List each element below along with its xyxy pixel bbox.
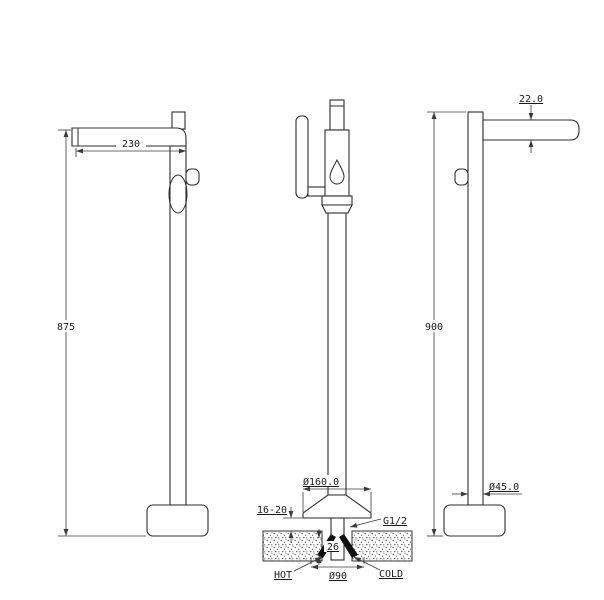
dim-flange-diameter: Ø160.0 — [301, 475, 372, 512]
dim-spout-thickness: 22.0 — [519, 94, 543, 153]
dim-160-label: Ø160.0 — [303, 476, 339, 488]
spout-top-stub — [171, 111, 186, 130]
dim-height-875: 875 — [52, 129, 146, 537]
dim-45-label: Ø45.0 — [489, 481, 519, 493]
anchor-bolt-right — [339, 534, 358, 558]
escutcheon-oval — [168, 174, 188, 214]
dim-16-20-label: 16-20 — [257, 505, 287, 516]
dim-hole-diameter: Ø90 — [310, 557, 365, 582]
floor-base — [146, 504, 209, 537]
hot-callout: HOT — [274, 554, 324, 581]
dim-height-900: 900 — [420, 111, 466, 537]
collar-taper — [321, 204, 353, 214]
dim-900-label: 900 — [425, 322, 443, 333]
front-view: Ø160.0 16-20 G1/2 26 — [257, 99, 413, 582]
spout-front — [329, 99, 345, 131]
right-side-view: 22.0 900 Ø45.0 — [420, 94, 580, 537]
riser-column-right — [467, 111, 484, 506]
dim-base-diameter: Ø45.0 — [452, 481, 522, 497]
floor-section-right — [351, 530, 413, 562]
dim-230-label: 230 — [122, 139, 140, 150]
handle-knob — [185, 168, 200, 186]
floor-flange — [302, 494, 372, 519]
cold-label: COLD — [379, 569, 403, 580]
dim-22-label: 22.0 — [519, 94, 543, 105]
valve-body — [324, 129, 350, 197]
dim-90-label: Ø90 — [329, 570, 347, 582]
lever-handle — [295, 115, 309, 199]
spout-side — [71, 127, 187, 147]
collar-nut — [321, 195, 353, 206]
floor-base-right — [443, 504, 506, 537]
thread-label: G1/2 — [383, 516, 407, 527]
dim-spout-reach: 230 — [75, 138, 186, 157]
dim-875-label: 875 — [57, 322, 75, 333]
riser-column — [169, 145, 187, 506]
dim-26-label: 26 — [327, 542, 339, 553]
hot-label: HOT — [274, 570, 292, 581]
handle-link — [307, 186, 327, 197]
spout-side-right — [482, 119, 580, 141]
dim-floor-thickness: 16-20 — [257, 505, 303, 543]
water-drop-icon — [329, 158, 345, 185]
cold-callout: COLD — [352, 554, 403, 580]
riser-column-front — [327, 212, 347, 496]
handle-knob-right — [454, 168, 469, 186]
left-side-view: 230 875 — [52, 111, 209, 537]
thread-callout: G1/2 — [349, 516, 407, 530]
